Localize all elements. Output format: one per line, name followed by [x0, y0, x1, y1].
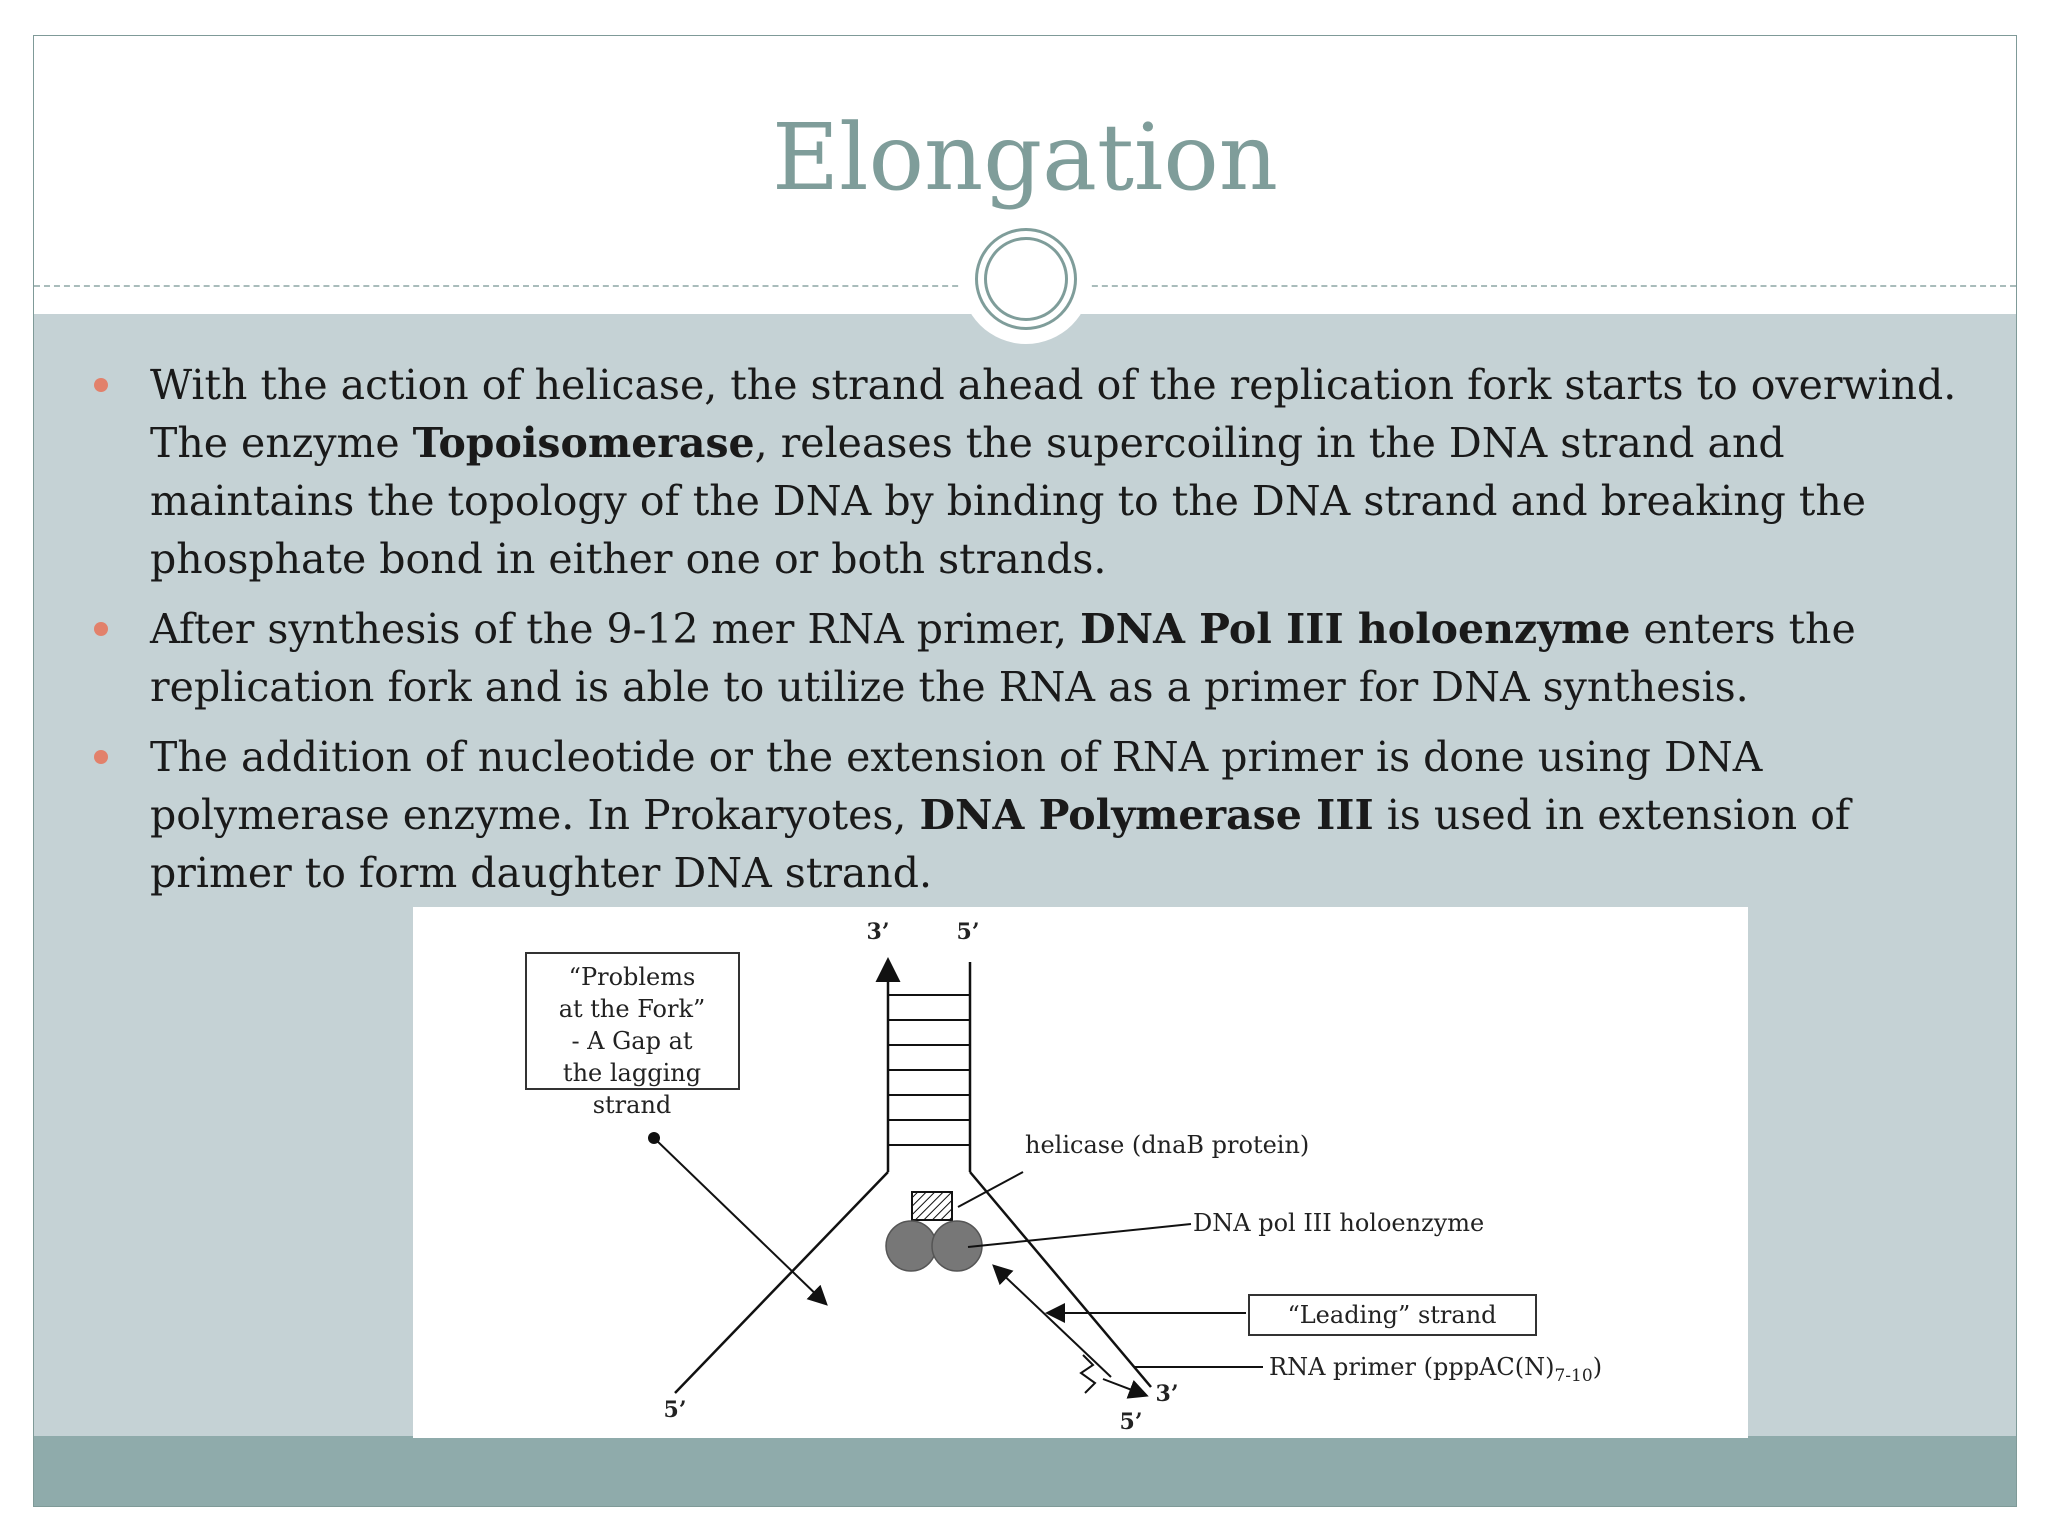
bullet-item-1: With the action of helicase, the strand … — [94, 356, 1990, 588]
problems-box — [525, 952, 740, 1090]
label-left-5-prime: 5’ — [664, 1397, 687, 1423]
rna-primer-squiggle-icon — [1079, 1354, 1097, 1394]
bullet-list: With the action of helicase, the strand … — [94, 356, 1990, 914]
rna-primer-arrow — [1102, 1378, 1149, 1399]
slide: Elongation With the action of helicase, … — [33, 35, 2017, 1507]
bullet-dot-icon — [94, 378, 108, 392]
bullet-text: After synthesis of the 9-12 mer RNA prim… — [150, 605, 1081, 653]
pointer-arrow — [653, 1137, 828, 1306]
bullet-text: is used in extension of primer to form d… — [150, 791, 1851, 897]
leading-label-box — [1248, 1294, 1537, 1336]
label-rna-primer: RNA primer (pppAC(N)7-10) — [1269, 1353, 1602, 1386]
label-helicase: helicase (dnaB protein) — [1025, 1131, 1309, 1159]
bullet-dot-icon — [94, 750, 108, 764]
leading-template-strand — [969, 1171, 1152, 1388]
bullet-text: With the action of helicase, the strand … — [150, 361, 1957, 467]
replication-fork-diagram: “Problems at the Fork” - A Gap at the la… — [525, 919, 1602, 1435]
box-line-4: the lagging — [563, 1059, 701, 1087]
bold-term-pol-iii-holoenzyme: DNA Pol III holoenzyme — [1080, 605, 1631, 653]
label-right-3-prime: 3’ — [1156, 1381, 1179, 1407]
footer-band — [34, 1436, 2016, 1506]
lagging-template-strand — [674, 1171, 889, 1394]
bold-term-polymerase-iii: DNA Polymerase III — [919, 791, 1374, 839]
bullet-item-2: After synthesis of the 9-12 mer RNA prim… — [94, 600, 1990, 716]
label-pol-iii: DNA pol III holoenzyme — [1193, 1209, 1484, 1237]
label-top-5-prime: 5’ — [957, 919, 980, 945]
slide-title: Elongation — [772, 104, 1278, 211]
box-line-1: “Problems — [569, 963, 696, 991]
bullet-text: The addition of nucleotide or the extens… — [150, 733, 1763, 839]
label-right-5-prime: 5’ — [1120, 1409, 1143, 1435]
bullet-item-3: The addition of nucleotide or the extens… — [94, 728, 1990, 902]
pol-iii-subunit-icon — [885, 1220, 937, 1272]
label-top-3-prime: 3’ — [867, 919, 890, 945]
replication-fork-figure: “Problems at the Fork” - A Gap at the la… — [413, 907, 1748, 1438]
box-line-5: strand — [593, 1091, 672, 1119]
bullet-text: , releases the supercoiling in the DNA s… — [150, 419, 1867, 583]
base-pair-rungs — [888, 994, 970, 1146]
leading-new-strand — [992, 1264, 1112, 1378]
bullet-dot-icon — [94, 622, 108, 636]
bold-term-topoisomerase: Topoisomerase — [412, 419, 755, 467]
box-line-2: at the Fork” — [559, 995, 706, 1023]
bullet-text: enters the replication fork and is able … — [150, 605, 1856, 711]
pol-pointer — [967, 1223, 1192, 1248]
label-leading-strand: “Leading” strand — [1287, 1301, 1496, 1329]
helicase-icon — [911, 1191, 953, 1221]
box-line-3: - A Gap at — [571, 1027, 692, 1055]
ring-ornament-icon — [975, 228, 1077, 330]
helicase-pointer — [957, 1171, 1024, 1208]
